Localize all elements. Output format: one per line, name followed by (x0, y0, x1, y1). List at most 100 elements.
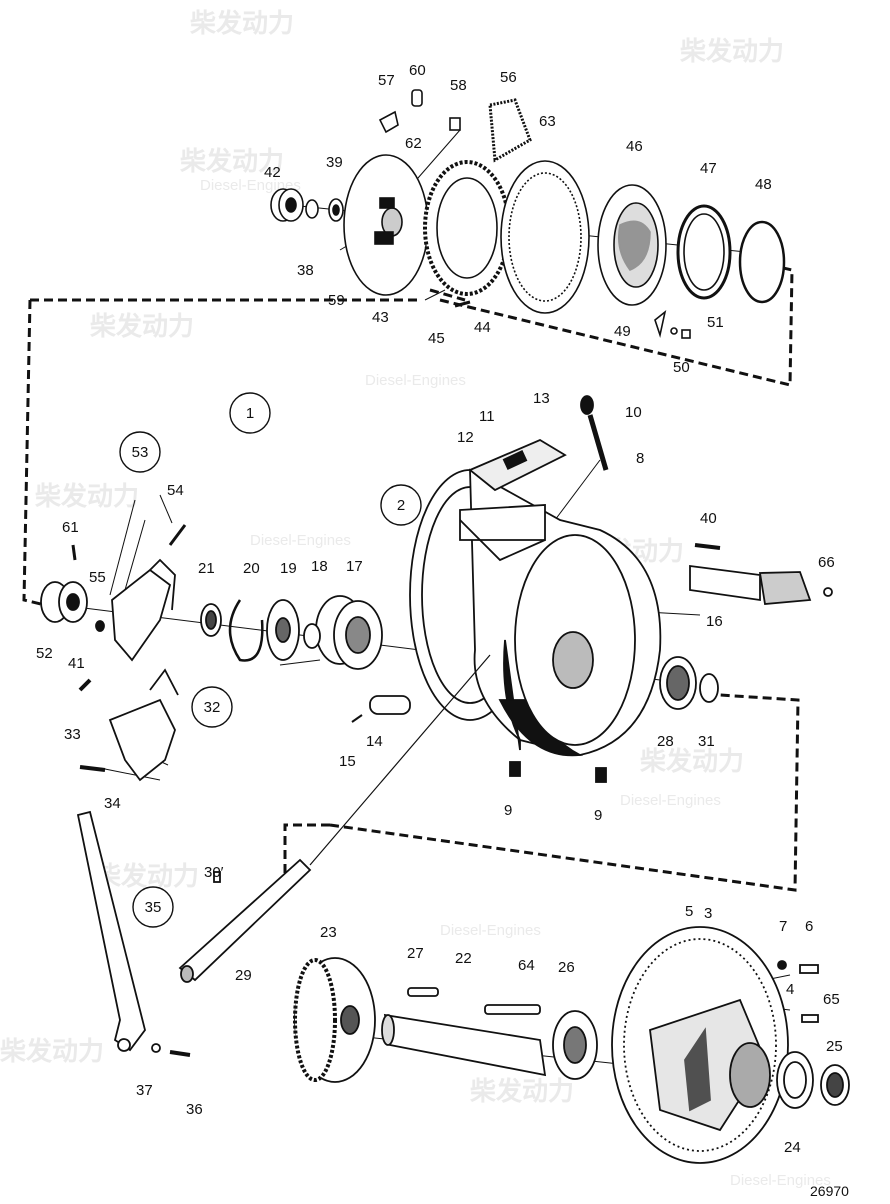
watermark-cn: 柴发动力 (179, 146, 284, 177)
bottom-assembly-parts (76, 654, 850, 1164)
watermark-cn: 柴发动力 (34, 481, 139, 512)
part-callout-label: 5 (685, 903, 693, 920)
circled-callout: 35 (132, 886, 174, 928)
circled-callout: 32 (191, 686, 233, 728)
part-callout-label: 37 (136, 1082, 153, 1099)
part-callout-label: 9 (594, 807, 602, 824)
part-callout-label: 65 (823, 991, 840, 1008)
part-callout-label: 54 (167, 482, 184, 499)
part-callout-label: 57 (378, 72, 395, 89)
part-callout-label: 7 (779, 918, 787, 935)
watermark-en: Diesel-Engines (250, 532, 351, 549)
part-callout-label: 11 (479, 408, 495, 425)
part-callout-label: 18 (311, 558, 328, 575)
part-callout-label: 25 (826, 1038, 843, 1055)
part-callout-label: 46 (626, 138, 643, 155)
watermark-cn: 柴发动力 (0, 1036, 104, 1067)
part-callout-label: 55 (89, 569, 106, 586)
part-callout-label: 29 (235, 967, 252, 984)
part-callout-label: 63 (539, 113, 556, 130)
circled-callout-label: 1 (246, 405, 254, 422)
watermark-en: Diesel-Engines (620, 792, 721, 809)
part-callout-label: 10 (625, 404, 642, 421)
watermark-cn: 柴发动力 (679, 36, 784, 67)
circled-callout-label: 2 (397, 497, 405, 514)
part-callout-label: 40 (700, 510, 717, 527)
part-callout-label: 13 (533, 390, 550, 407)
part-callout-label: 21 (198, 560, 215, 577)
circled-callout: 53 (119, 431, 161, 473)
watermark-cn: 柴发动力 (189, 8, 294, 39)
part-callout-label: 8 (636, 450, 644, 467)
part-callout-label: 24 (784, 1139, 801, 1156)
middle-assembly-parts (40, 395, 833, 783)
part-callout-label: 16 (706, 613, 723, 630)
part-callout-label: 3 (704, 905, 712, 922)
part-callout-label: 41 (68, 655, 85, 672)
part-callout-label: 42 (264, 164, 281, 181)
part-callout-label: 22 (455, 950, 472, 967)
part-callout-label: 17 (346, 558, 363, 575)
reference-number: 26970 (810, 1183, 849, 1199)
part-callout-label: 50 (673, 359, 690, 376)
watermark-cn: 柴发动力 (94, 861, 199, 892)
callout-circle (229, 392, 271, 434)
watermark-cn: 柴发动力 (89, 311, 194, 342)
circled-callouts: 1 53 2 32 35 (119, 392, 422, 928)
watermark-en: Diesel-Engines (730, 1172, 831, 1189)
part-callout-label: 6 (805, 918, 813, 935)
top-assembly-parts (270, 89, 786, 339)
part-callout-label: 62 (405, 135, 422, 152)
circled-callout: 1 (229, 392, 271, 434)
part-callout-label: 49 (614, 323, 631, 340)
part-callout-label: 59 (328, 292, 345, 309)
part-callout-label: 36 (186, 1101, 203, 1118)
part-callout-label: 66 (818, 554, 835, 571)
part-callout-label: 64 (518, 957, 535, 974)
part-callout-label: 30′ (204, 864, 224, 881)
part-callout-label: 60 (409, 62, 426, 79)
part-callout-label: 9 (504, 802, 512, 819)
watermark-en: Diesel-Engines (365, 372, 466, 389)
part-callout-label: 47 (700, 160, 717, 177)
circled-callout-label: 35 (145, 899, 162, 916)
callout-circle (380, 484, 422, 526)
part-callout-label: 27 (407, 945, 424, 962)
watermark: 柴发动力 柴发动力 柴发动力 Diesel-Engines 柴发动力 Diese… (0, 8, 831, 1189)
watermark-cn: 柴发动力 (469, 1076, 574, 1107)
part-callout-label: 51 (707, 314, 724, 331)
watermark-cn: 柴发动力 (639, 746, 744, 777)
part-callout-label: 33 (64, 726, 81, 743)
part-callout-label: 44 (474, 319, 491, 336)
watermark-en: Diesel-Engines (440, 922, 541, 939)
part-callout-label: 39 (326, 154, 343, 171)
part-callout-label: 28 (657, 733, 674, 750)
part-callout-label: 20 (243, 560, 260, 577)
part-callout-label: 58 (450, 77, 467, 94)
part-callout-label: 45 (428, 330, 445, 347)
circled-callout-label: 32 (204, 699, 221, 716)
part-callout-label: 38 (297, 262, 314, 279)
part-callout-label: 26 (558, 959, 575, 976)
part-callout-label: 56 (500, 69, 517, 86)
part-callout-label: 43 (372, 309, 389, 326)
part-callout-label: 31 (698, 733, 715, 750)
part-callout-label: 52 (36, 645, 53, 662)
part-callout-label: 61 (62, 519, 79, 536)
part-callout-label: 23 (320, 924, 337, 941)
part-callout-label: 34 (104, 795, 121, 812)
part-callout-label: 4 (786, 981, 794, 998)
part-callout-label: 12 (457, 429, 474, 446)
part-callout-label: 19 (280, 560, 297, 577)
callout-circle (132, 886, 174, 928)
part-callout-label: 48 (755, 176, 772, 193)
circled-callout-label: 53 (132, 444, 149, 461)
circled-callout: 2 (380, 484, 422, 526)
part-callout-label: 15 (339, 753, 356, 770)
assembly-boundary-lines (22, 263, 800, 892)
part-callout-label: 14 (366, 733, 383, 750)
callout-circle (119, 431, 161, 473)
